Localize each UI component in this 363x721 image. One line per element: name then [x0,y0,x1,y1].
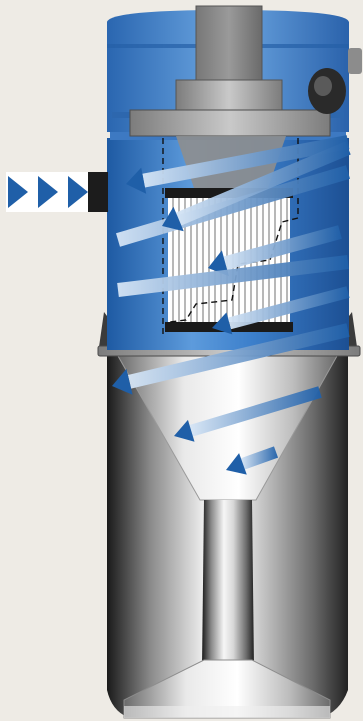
motor-knob-icon [308,68,346,114]
collection-canister [107,352,348,718]
lid-side-tab [348,48,362,74]
discharge-tube [202,500,254,668]
inlet-duct [6,172,108,212]
